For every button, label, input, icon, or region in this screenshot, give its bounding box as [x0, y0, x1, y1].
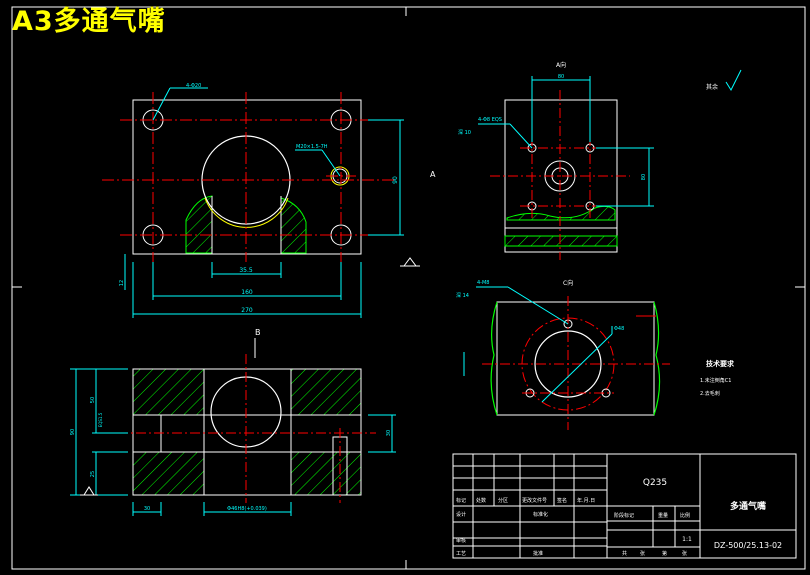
front-view: 4-Φ20 M20×1.5-7H 35.5 160 270 90 12 A B	[102, 83, 436, 358]
tb-stage-mark: 阶段标记	[614, 512, 634, 519]
front-dim-height: 90	[392, 176, 399, 184]
tb-row-standard: 标准化	[533, 511, 548, 518]
front-outline	[132, 99, 362, 255]
section-dim-bottom-left: 30	[144, 506, 150, 512]
tb-header-col-1: 标记	[456, 497, 466, 504]
tech-req-item-2: 2.去毛刺	[700, 390, 720, 397]
tb-sheet-3: 第	[662, 550, 667, 557]
top-dim-top: 80	[558, 74, 564, 80]
tech-req-heading: 技术要求	[706, 359, 735, 368]
front-dim-side: 12	[119, 280, 125, 286]
tech-requirements: 技术要求 1.未注倒角C1 2.去毛刺	[700, 359, 735, 397]
top-view: A向	[458, 61, 654, 260]
section-dim-tolerance: EQS1.5	[98, 412, 103, 427]
section-dim-left-upper: 50	[90, 397, 96, 403]
section-dim-right: 30	[386, 430, 392, 436]
tb-header-col-5: 签名	[557, 497, 567, 504]
top-hole-note: 深 10	[458, 129, 471, 136]
section-dim-left-total: 90	[70, 429, 76, 435]
tb-sheet-4: 张	[682, 550, 687, 557]
front-hole-callout: 4-Φ20	[186, 83, 201, 89]
tb-part-name: 多通气嘴	[730, 500, 766, 512]
tb-sheet-1: 共	[622, 550, 627, 557]
top-hole-callout: 4-Φ8 EQS	[478, 117, 502, 123]
tb-stage-scale: 比例	[680, 512, 690, 519]
tb-scale: 1:1	[682, 536, 692, 543]
side-view: C向 4-M8 深 14 Φ48	[456, 279, 670, 430]
front-thread-callout: M20×1.5-7H	[296, 144, 328, 150]
tb-header-col-3: 分区	[498, 497, 508, 504]
tb-header-col-4: 更改文件号	[522, 497, 547, 504]
section-view: 90 50 25 EQS1.5 30 30 Φ46H8(+0.039)	[70, 354, 396, 516]
view-c-label: C向	[563, 279, 573, 287]
front-web-hatch-right	[280, 197, 307, 254]
roughness-symbol: 其余	[706, 69, 742, 92]
tb-header-col-6: 年.月.日	[577, 497, 595, 504]
view-b-label: B	[255, 328, 261, 337]
tb-stage-weight: 重量	[658, 512, 668, 519]
front-dim-overall-width: 270	[241, 307, 253, 314]
side-bore	[534, 330, 602, 398]
front-dim-inner-width: 160	[241, 289, 253, 296]
side-hole-callout: 4-M8	[477, 280, 489, 286]
section-a-mark: A	[430, 170, 436, 179]
tb-row-approve: 批准	[533, 550, 543, 557]
tech-req-item-1: 1.未注倒角C1	[700, 377, 731, 384]
tb-row-process: 工艺	[456, 551, 466, 557]
tb-sheet-2: 张	[640, 550, 645, 557]
page-title: A3多通气嘴	[12, 6, 166, 37]
section-dim-left-lower: 25	[90, 471, 96, 477]
tb-drawing-no: DZ-500/25.13-02	[714, 541, 782, 550]
title-block: Q235 多通气嘴 DZ-500/25.13-02 1:1 标记 处数 分区 更…	[452, 453, 797, 559]
side-hole-note: 深 14	[456, 292, 469, 299]
front-dim-offset: 35.5	[239, 267, 253, 274]
sheet-frame	[11, 6, 806, 570]
top-dim-right: 80	[641, 174, 647, 180]
side-dim-diameter: Φ48	[614, 326, 624, 332]
tb-row-design: 设计	[456, 511, 466, 518]
tb-material: Q235	[643, 478, 667, 488]
roughness-note: 其余	[706, 83, 718, 91]
view-a-label: A向	[556, 61, 566, 69]
top-hatch	[506, 205, 616, 221]
tb-row-review: 审核	[456, 537, 466, 544]
tb-header-col-2: 处数	[476, 497, 486, 504]
section-dim-bottom-center: Φ46H8(+0.039)	[227, 506, 267, 512]
